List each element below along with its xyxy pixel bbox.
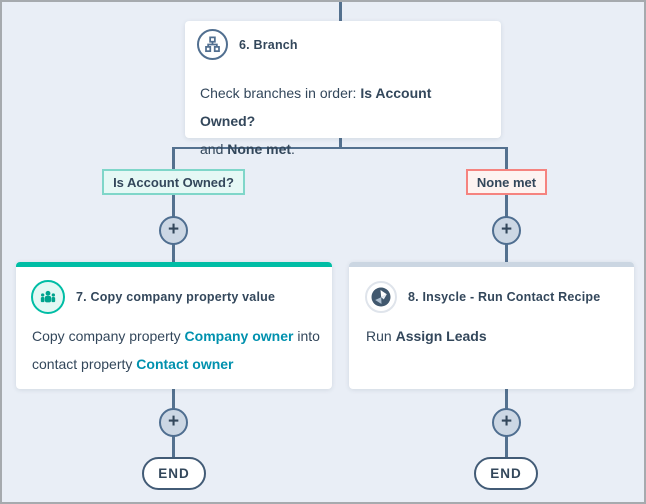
end-pill-right: END	[474, 457, 538, 490]
branch-card-description: Check branches in order: Is Account Owne…	[200, 79, 490, 163]
plus-icon: +	[500, 219, 513, 240]
connector-line-right-4	[505, 389, 508, 409]
description-text: .	[291, 141, 295, 157]
branch-description-line1: Check branches in order: Is Account Owne…	[200, 79, 490, 135]
branch-name-ref: Is Account Owned?	[200, 85, 432, 129]
body-text: contact property	[32, 356, 137, 372]
branch-label-is-account-owned: Is Account Owned?	[102, 169, 245, 195]
description-text: Check branches in order:	[200, 85, 361, 101]
add-action-button-left-bottom[interactable]: +	[159, 408, 188, 437]
branch-label-none-met: None met	[466, 169, 547, 195]
action-card-insycle[interactable]: 8. Insycle - Run Contact Recipe Run Assi…	[349, 262, 634, 389]
add-action-button-left-top[interactable]: +	[159, 216, 188, 245]
connector-line-right-2	[505, 195, 508, 217]
action-card-body: Run Assign Leads	[366, 322, 616, 350]
action-body-line2: contact property Contact owner	[32, 350, 324, 378]
action-body-line1: Copy company property Company owner into	[32, 322, 324, 350]
recipe-name-ref: Assign Leads	[395, 328, 487, 344]
plus-icon: +	[167, 411, 180, 432]
branch-card[interactable]: 6. Branch Check branches in order: Is Ac…	[185, 21, 501, 157]
connector-line-left-5	[172, 436, 175, 458]
body-text: Copy company property	[32, 328, 185, 344]
plus-icon: +	[167, 219, 180, 240]
description-text: and	[200, 141, 228, 157]
action-card-body: Copy company property Company owner into…	[32, 322, 324, 378]
property-link-contact-owner: Contact owner	[136, 356, 234, 372]
property-link-company-owner: Company owner	[184, 328, 294, 344]
branch-label-text: Is Account Owned?	[113, 174, 234, 190]
connector-line-branch-stem	[339, 138, 342, 148]
connector-line-right-5	[505, 436, 508, 458]
connector-line-left-1	[172, 147, 175, 170]
end-pill-left: END	[142, 457, 206, 490]
end-label: END	[158, 466, 190, 481]
body-text: Run	[366, 328, 396, 344]
connector-line-left-2	[172, 195, 175, 217]
card-accent-bar	[349, 262, 634, 267]
branch-icon	[197, 29, 228, 60]
connector-line-bracket	[172, 147, 508, 149]
connector-line-top	[339, 2, 342, 22]
add-action-button-right-bottom[interactable]: +	[492, 408, 521, 437]
end-label: END	[490, 466, 522, 481]
action-card-title: 7. Copy company property value	[76, 290, 276, 304]
action-card-copy-property[interactable]: 7. Copy company property value Copy comp…	[16, 262, 332, 389]
connector-line-left-3	[172, 244, 175, 263]
connector-line-right-1	[505, 147, 508, 170]
card-accent-bar	[16, 262, 332, 267]
add-action-button-right-top[interactable]: +	[492, 216, 521, 245]
body-text: into	[293, 328, 320, 344]
action-card-title: 8. Insycle - Run Contact Recipe	[408, 290, 601, 304]
plus-icon: +	[500, 411, 513, 432]
branch-description-line2: and None met.	[200, 135, 490, 163]
insycle-icon	[365, 281, 397, 313]
branch-name-ref: None met	[227, 141, 292, 157]
connector-line-left-4	[172, 389, 175, 409]
contacts-icon	[31, 280, 65, 314]
branch-card-title: 6. Branch	[239, 37, 298, 52]
connector-line-right-3	[505, 244, 508, 263]
branch-label-text: None met	[476, 174, 537, 190]
